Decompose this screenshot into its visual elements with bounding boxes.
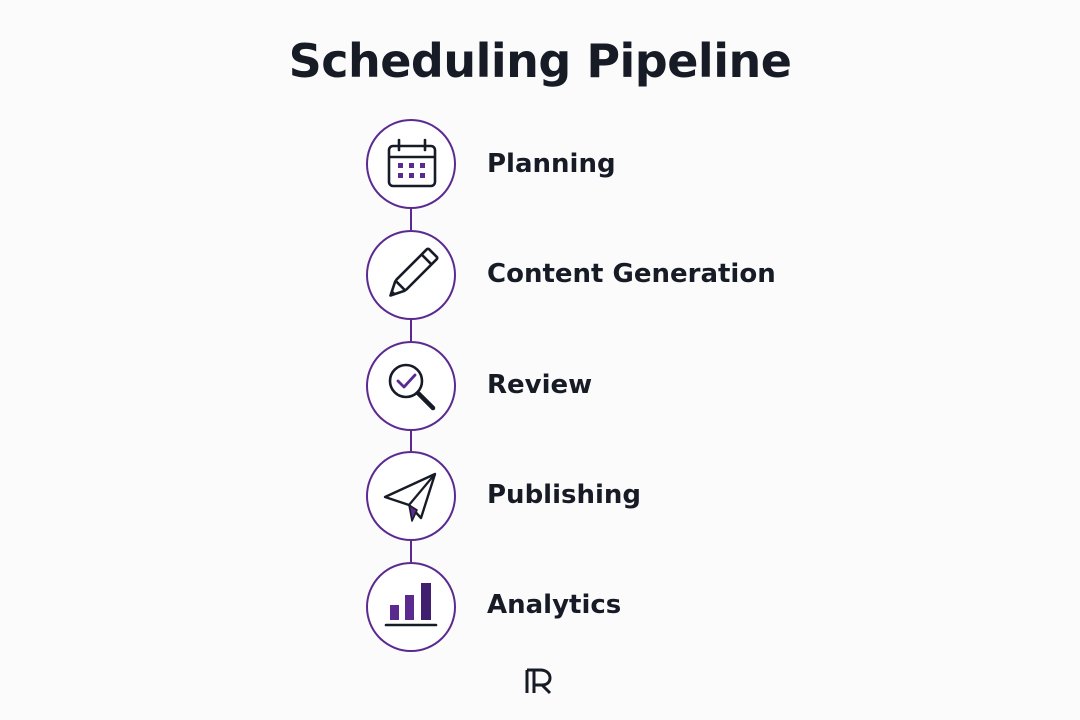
- step-label-content-generation: Content Generation: [487, 259, 776, 289]
- step-analytics-circle: [366, 562, 456, 652]
- diagram-title: Scheduling Pipeline: [288, 34, 792, 88]
- calendar-icon: [387, 138, 437, 188]
- step-content-generation-circle: [366, 230, 456, 320]
- connector-line: [410, 430, 412, 451]
- pencil-icon: [389, 247, 439, 297]
- step-label-analytics: Analytics: [487, 590, 622, 620]
- r-logo-icon: [525, 668, 552, 695]
- connector-line: [410, 319, 412, 341]
- magnifier-check-icon: [388, 363, 436, 411]
- connector-line: [410, 540, 412, 562]
- bar-chart-icon: [384, 583, 438, 627]
- step-planning-circle: [366, 119, 456, 209]
- step-publishing-circle: [366, 451, 456, 541]
- step-label-review: Review: [487, 370, 593, 400]
- connector-line: [410, 209, 412, 230]
- step-review-circle: [366, 341, 456, 431]
- step-label-planning: Planning: [487, 149, 616, 179]
- step-label-publishing: Publishing: [487, 480, 642, 510]
- paper-plane-icon: [383, 472, 437, 522]
